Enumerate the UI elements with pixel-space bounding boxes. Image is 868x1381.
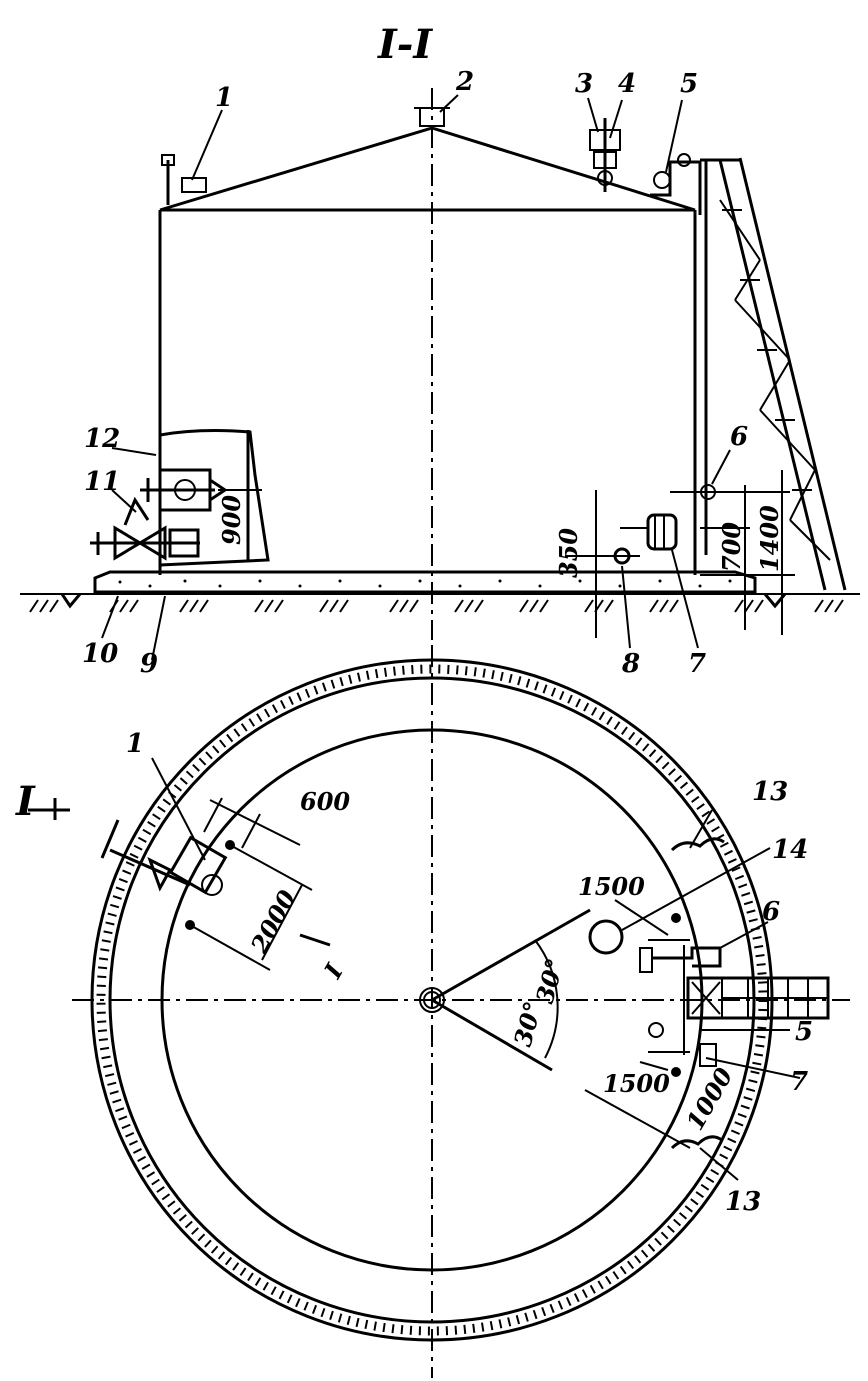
plan-label-7: 7 — [790, 1067, 808, 1097]
dim-1500-lower: 1500 — [603, 1069, 670, 1098]
label-9: 9 — [140, 649, 158, 679]
label-4: 4 — [618, 69, 636, 99]
ring-break-bottom — [670, 1135, 723, 1150]
label-5: 5 — [680, 69, 698, 99]
angle-30-upper: 30° — [530, 955, 570, 1006]
section-mark-arrows — [28, 798, 331, 947]
manhole-14 — [588, 919, 624, 955]
elevation-dimension-lines — [218, 470, 795, 638]
plan-label-5: 5 — [795, 1017, 813, 1047]
plan-label-14: 14 — [772, 835, 808, 865]
label-10: 10 — [82, 639, 118, 669]
ring-break-top — [670, 837, 725, 852]
roof-valve-fitting — [589, 118, 621, 192]
label-1: 1 — [215, 83, 233, 113]
section-mark-left: I — [15, 778, 36, 825]
elevation-leaders — [101, 94, 731, 661]
stair — [718, 157, 847, 591]
lower-valve-assembly — [90, 496, 200, 561]
foundation-fill — [118, 579, 732, 588]
ground-hatching — [29, 599, 844, 613]
label-11: 11 — [84, 467, 120, 497]
plan-label-13-bottom: 13 — [725, 1187, 761, 1217]
section-mark-right: I — [318, 958, 350, 984]
upper-valve-assembly — [140, 468, 228, 512]
fitting-7 — [620, 513, 678, 551]
dim-600: 600 — [300, 787, 350, 816]
dim-350: 350 — [554, 528, 583, 578]
angle-lines — [431, 908, 591, 1072]
plan-right-fittings — [639, 913, 722, 1077]
dim-900: 900 — [217, 495, 246, 545]
label-3: 3 — [575, 69, 593, 99]
plan-label-6: 6 — [762, 897, 780, 927]
plan-platform — [686, 976, 830, 1020]
breather-valve-fitting — [161, 154, 207, 205]
angle-30-lower: 30° — [508, 998, 548, 1049]
dim-700: 700 — [717, 522, 746, 572]
dim-1400: 1400 — [755, 505, 784, 572]
dim-2000: 2000 — [244, 885, 302, 959]
roof-pipe-fitting — [650, 153, 740, 555]
fitting-8 — [565, 547, 640, 565]
label-12: 12 — [84, 424, 120, 454]
section-title: I-I — [377, 21, 433, 68]
foundation — [20, 570, 860, 609]
plan-left-dimensions — [189, 797, 313, 971]
left-cutaway — [159, 429, 270, 567]
label-8: 8 — [621, 649, 640, 679]
dim-1500-upper: 1500 — [578, 872, 645, 901]
plan-label-13-top: 13 — [752, 777, 788, 807]
label-2: 2 — [455, 67, 474, 97]
plan-leaders — [151, 757, 801, 1181]
plan-label-1: 1 — [126, 729, 144, 759]
label-7: 7 — [688, 649, 706, 679]
label-6: 6 — [730, 422, 748, 452]
tank-shell — [158, 208, 697, 575]
